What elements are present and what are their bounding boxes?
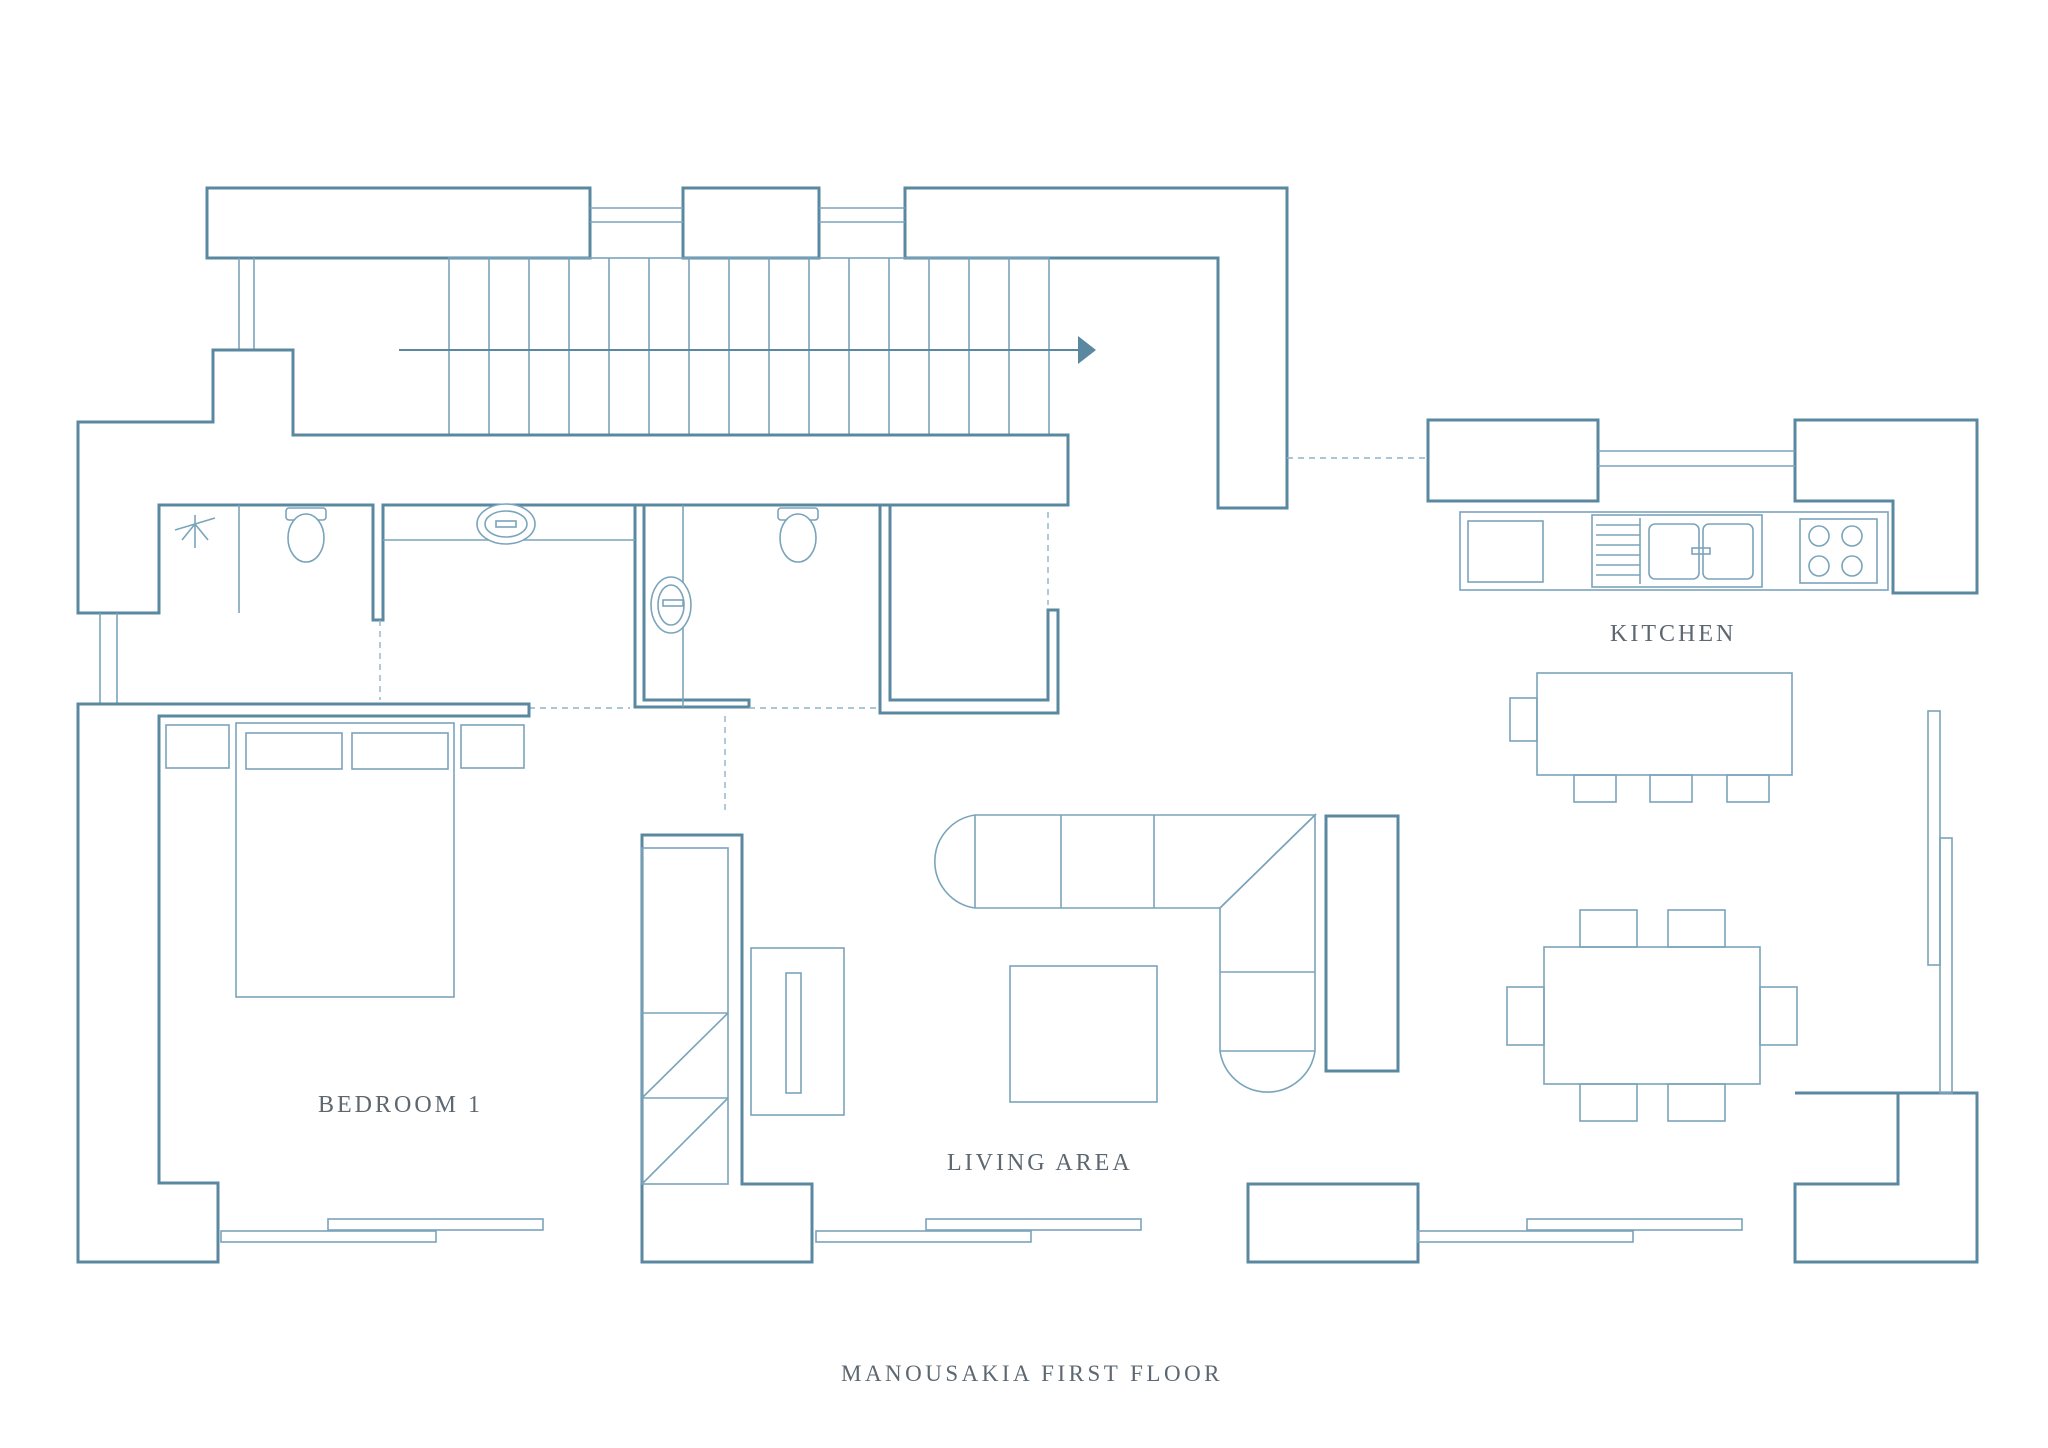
kitchen-counter xyxy=(1459,511,1889,591)
chair xyxy=(1667,909,1726,948)
top-window-1 xyxy=(590,207,683,223)
sofa xyxy=(934,813,1317,1093)
upper-wall-mass xyxy=(76,348,1070,715)
staircase xyxy=(399,257,1096,436)
chair xyxy=(1579,1083,1638,1122)
kitchen-wall-right xyxy=(1793,418,1979,595)
room-label-bedroom: BEDROOM 1 xyxy=(318,1092,483,1118)
sliding-window xyxy=(1417,1218,1743,1243)
shower-icon xyxy=(174,515,216,548)
arrow-head-icon xyxy=(1078,336,1096,364)
left-window xyxy=(99,613,118,704)
top-walls xyxy=(205,186,1289,510)
top-wall-middle xyxy=(681,186,821,260)
sideboard xyxy=(1324,814,1400,1073)
stool xyxy=(1726,774,1770,803)
kitchen-island xyxy=(1509,672,1793,803)
bookshelf xyxy=(641,847,729,1185)
coffee-table xyxy=(1009,965,1158,1103)
bed xyxy=(165,722,525,998)
chair xyxy=(1759,986,1798,1046)
cooktop-icon xyxy=(1799,518,1878,584)
sliding-window xyxy=(220,1218,544,1243)
right-window xyxy=(1927,710,1953,1094)
top-wall-right-l xyxy=(903,186,1289,510)
basin-icon xyxy=(650,576,692,634)
basin-icon xyxy=(476,503,536,545)
bottom-wall-block xyxy=(1246,1182,1420,1264)
nightstand xyxy=(460,724,525,769)
fireplace-unit xyxy=(750,947,845,1116)
stool xyxy=(1649,774,1693,803)
chair xyxy=(1506,986,1545,1046)
toilet-icon xyxy=(777,507,819,563)
stool xyxy=(1573,774,1617,803)
chair xyxy=(1579,909,1638,948)
room-label-kitchen: KITCHEN xyxy=(1610,621,1736,647)
toilet-icon xyxy=(285,507,327,563)
door-openings xyxy=(379,457,1428,815)
top-window-2 xyxy=(819,207,905,223)
stool xyxy=(1509,697,1538,742)
living-wall-stub xyxy=(640,833,814,1264)
plan-caption: MANOUSAKIA FIRST FLOOR xyxy=(841,1361,1223,1386)
bedroom-wall xyxy=(76,702,531,1264)
left-upper-window xyxy=(238,258,255,350)
sliding-window xyxy=(815,1218,1142,1243)
sink-icon xyxy=(1591,514,1763,588)
bottom-right-wall xyxy=(1793,1091,1979,1264)
top-wall-left xyxy=(205,186,592,260)
chair xyxy=(1667,1083,1726,1122)
room-label-living: LIVING AREA xyxy=(947,1150,1133,1176)
dishwasher xyxy=(1467,520,1544,583)
dining-table xyxy=(1506,909,1798,1122)
nightstand xyxy=(165,724,230,769)
kitchen-window xyxy=(1598,450,1795,467)
kitchen-wall-left xyxy=(1426,418,1600,503)
